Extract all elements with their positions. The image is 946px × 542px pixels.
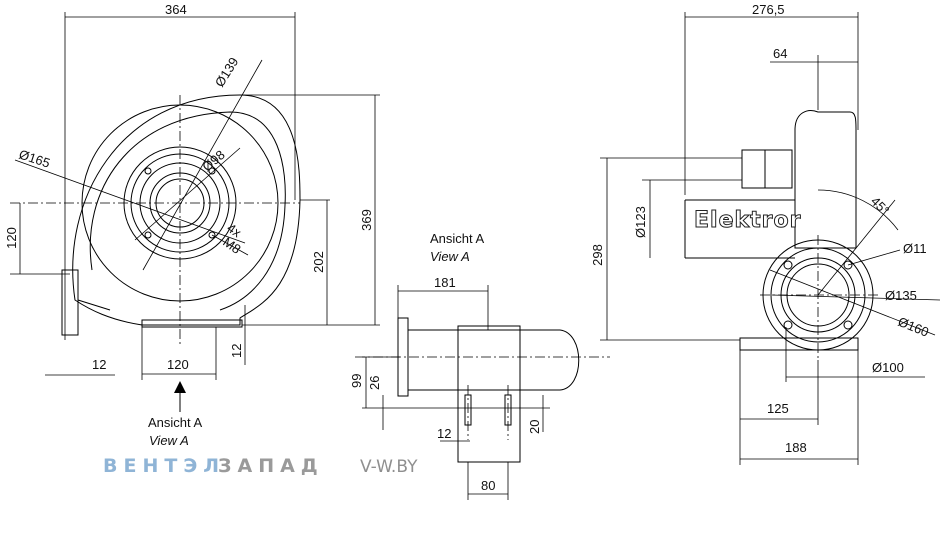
- dim-height-369: 369: [359, 209, 374, 231]
- dim-side-d11: Ø11: [903, 241, 927, 256]
- dim-view-a-99: 99: [349, 374, 364, 388]
- dim-view-a-181: 181: [434, 275, 456, 290]
- dim-view-a-26: 26: [367, 376, 382, 390]
- watermark-brand-part1: ВЕНТЭЛ: [103, 455, 225, 477]
- label-ansicht-a-bottom: Ansicht A: [148, 415, 203, 430]
- dim-side-64: 64: [773, 46, 787, 61]
- dim-view-a-12: 12: [437, 426, 451, 441]
- watermark-brand-part2: ЗАПАД: [218, 455, 324, 477]
- dim-side-d100: Ø100: [872, 360, 904, 375]
- watermark: ВЕНТЭЛ ЗАПАД V-W.BY: [103, 455, 418, 477]
- dim-side-d123: Ø123: [633, 206, 648, 238]
- dim-side-125: 125: [767, 401, 789, 416]
- dim-outlet-12: 12: [229, 344, 244, 358]
- dim-height-202: 202: [311, 251, 326, 273]
- dim-side-angle: 45°: [868, 194, 893, 219]
- dim-view-a-20: 20: [527, 420, 542, 434]
- dim-side-d160: Ø160: [896, 314, 931, 340]
- dim-side-d135: Ø135: [885, 288, 917, 303]
- dim-side-298: 298: [590, 244, 605, 266]
- dim-outlet-120: 120: [167, 357, 189, 372]
- dim-side-188: 188: [785, 440, 807, 455]
- watermark-site: V-W.BY: [360, 457, 418, 477]
- side-view: Elektror 276,5 64 45° Ø11 Ø135: [590, 2, 941, 465]
- dim-view-a-80: 80: [481, 478, 495, 493]
- dim-height-120: 120: [4, 227, 19, 249]
- view-a: Ansicht A View A 181 99 26 12 20 80: [349, 231, 610, 500]
- front-view: 364 Ø139 Ø165 Ø98 4x M8 369 202 120 12 1…: [4, 2, 380, 448]
- dim-side-276: 276,5: [752, 2, 785, 17]
- dim-front-width-364: 364: [165, 2, 187, 17]
- logo-elektror: Elektror: [694, 208, 801, 233]
- dim-foot-12: 12: [92, 357, 106, 372]
- label-ansicht-a-top: Ansicht A: [430, 231, 485, 246]
- label-view-a-bottom: View A: [149, 433, 189, 448]
- label-view-a-top: View A: [430, 249, 470, 264]
- dim-d139: Ø139: [212, 55, 242, 90]
